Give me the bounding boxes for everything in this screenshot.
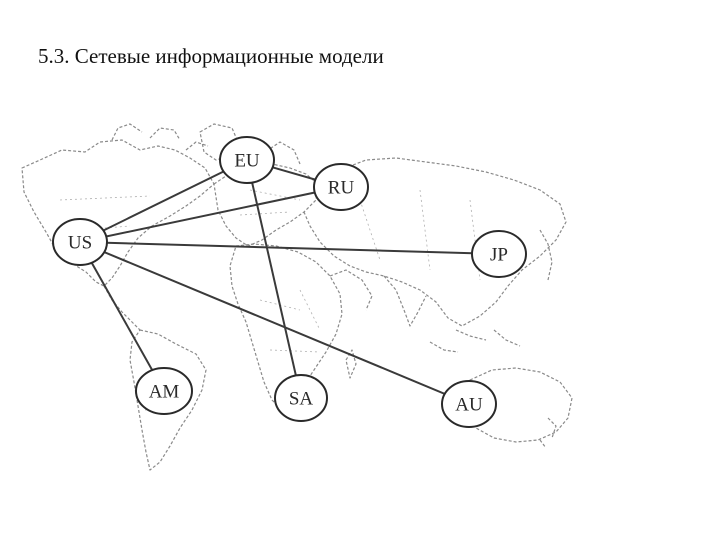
node-sa: SA	[274, 374, 328, 422]
node-us-label: US	[68, 233, 92, 254]
node-jp-label: JP	[490, 245, 508, 266]
border-lines-eurasia	[239, 189, 481, 353]
node-au-ellipse	[441, 380, 497, 428]
node-sa-label: SA	[289, 389, 314, 410]
link-us-eu	[79, 159, 248, 243]
border-lines-americas	[59, 195, 191, 411]
japan-outline	[539, 229, 553, 281]
madagascar-outline	[345, 349, 357, 379]
link-us-au	[79, 241, 470, 405]
node-au: AU	[441, 380, 497, 428]
new-zealand-outline	[539, 417, 557, 449]
node-au-label: AU	[455, 395, 483, 416]
node-jp-ellipse	[471, 230, 527, 278]
node-ru: RU	[313, 163, 369, 211]
southeast-asia-islands-outline	[429, 329, 521, 353]
link-eu-sa	[246, 159, 302, 399]
node-eu-ellipse	[219, 136, 275, 184]
north-america-outline	[21, 139, 215, 287]
node-us: US	[52, 218, 108, 266]
network-links	[79, 159, 500, 405]
node-us-ellipse	[52, 218, 108, 266]
africa-outline	[229, 243, 343, 411]
node-am-label: AM	[149, 382, 180, 403]
link-us-ru	[79, 186, 342, 243]
canada-islands-outline	[111, 123, 209, 151]
asia-outline	[303, 157, 567, 327]
slide-title: 5.3. Сетевые информационные модели	[38, 44, 384, 68]
node-sa-ellipse	[274, 374, 328, 422]
node-jp: JP	[471, 230, 527, 278]
link-us-jp	[79, 241, 500, 255]
arabia-india-outline	[329, 269, 427, 327]
link-us-am	[79, 241, 165, 392]
south-america-outline	[129, 329, 207, 471]
node-eu: EU	[219, 136, 275, 184]
node-eu-label: EU	[234, 151, 260, 172]
node-ru-ellipse	[313, 163, 369, 211]
node-am: AM	[135, 367, 193, 415]
node-am-ellipse	[135, 367, 193, 415]
country-borders	[59, 189, 481, 411]
node-ru-label: RU	[328, 178, 355, 199]
